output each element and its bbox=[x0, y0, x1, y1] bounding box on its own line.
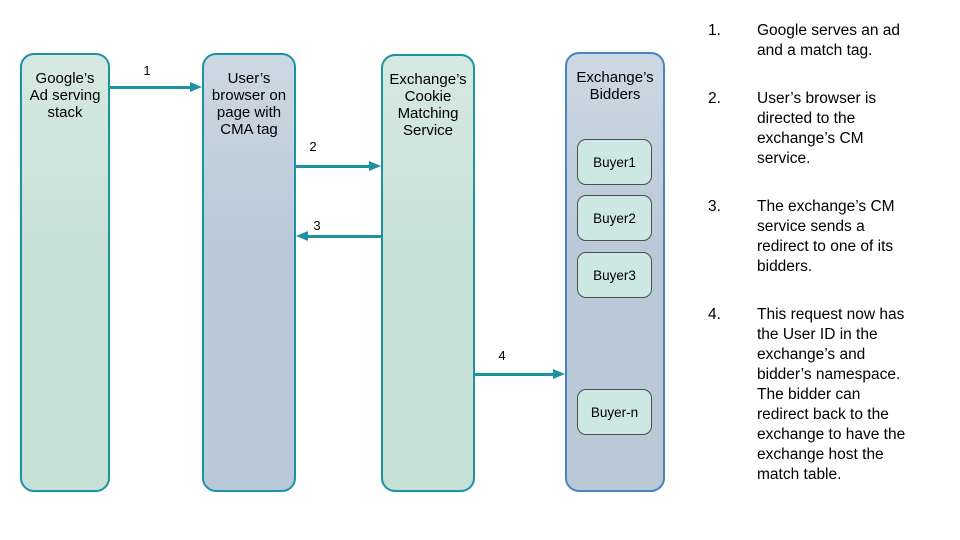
step-number: 1. bbox=[708, 22, 721, 39]
step-number: 3. bbox=[708, 198, 721, 215]
buyer3-box: Buyer3 bbox=[577, 252, 652, 298]
box-exchange-bidders-label: Exchange’s Bidders bbox=[576, 69, 654, 103]
step-text: The exchange’s CM service sends a redire… bbox=[757, 198, 895, 275]
arrowhead-left-icon bbox=[296, 231, 308, 241]
arrowhead-right-icon bbox=[553, 369, 565, 379]
arrow-step4-label: 4 bbox=[498, 348, 506, 363]
box-cookie-matching-service-label: Exchange’s Cookie Matching Service bbox=[389, 71, 467, 139]
arrow-step2-label: 2 bbox=[309, 139, 317, 154]
step-text: This request now has the User ID in the … bbox=[757, 306, 906, 483]
arrow-step1-right-icon bbox=[110, 81, 202, 93]
buyer1-box: Buyer1 bbox=[577, 139, 652, 185]
step-number: 2. bbox=[708, 90, 721, 107]
arrow-step1-label: 1 bbox=[143, 63, 151, 78]
box-google-ad-serving-stack: Google’s Ad serving stack bbox=[20, 53, 110, 492]
buyer-n-box: Buyer-n bbox=[577, 389, 652, 435]
box-cookie-matching-service: Exchange’s Cookie Matching Service bbox=[381, 54, 475, 492]
buyer2-box: Buyer2 bbox=[577, 195, 652, 241]
step-item-3: 3. The exchange’s CM service sends a red… bbox=[708, 197, 928, 277]
arrow-step3-label: 3 bbox=[313, 218, 321, 233]
box-user-browser: User’s browser on page with CMA tag bbox=[202, 53, 296, 492]
box-exchange-bidders: Exchange’s Bidders Buyer1 Buyer2 Buyer3 … bbox=[565, 52, 665, 492]
buyer2-label: Buyer2 bbox=[593, 210, 636, 226]
arrowhead-right-icon bbox=[190, 82, 202, 92]
arrowhead-right-icon bbox=[369, 161, 381, 171]
box-user-browser-label: User’s browser on page with CMA tag bbox=[211, 70, 287, 138]
steps-list: 1. Google serves an ad and a match tag. … bbox=[708, 21, 928, 513]
step-item-4: 4. This request now has the User ID in t… bbox=[708, 305, 928, 485]
step-text: Google serves an ad and a match tag. bbox=[757, 22, 901, 59]
step-item-1: 1. Google serves an ad and a match tag. bbox=[708, 21, 928, 61]
arrow-step4-right-icon bbox=[475, 368, 565, 380]
step-number: 4. bbox=[708, 306, 721, 323]
buyer-n-label: Buyer-n bbox=[590, 404, 639, 420]
box-google-label: Google’s Ad serving stack bbox=[29, 70, 101, 121]
buyer1-label: Buyer1 bbox=[593, 154, 636, 170]
arrow-step3-left-icon bbox=[296, 230, 381, 242]
buyer3-label: Buyer3 bbox=[593, 267, 636, 283]
arrow-step2-right-icon bbox=[296, 160, 381, 172]
step-item-2: 2. User’s browser is directed to the exc… bbox=[708, 89, 928, 169]
step-text: User’s browser is directed to the exchan… bbox=[757, 90, 877, 167]
